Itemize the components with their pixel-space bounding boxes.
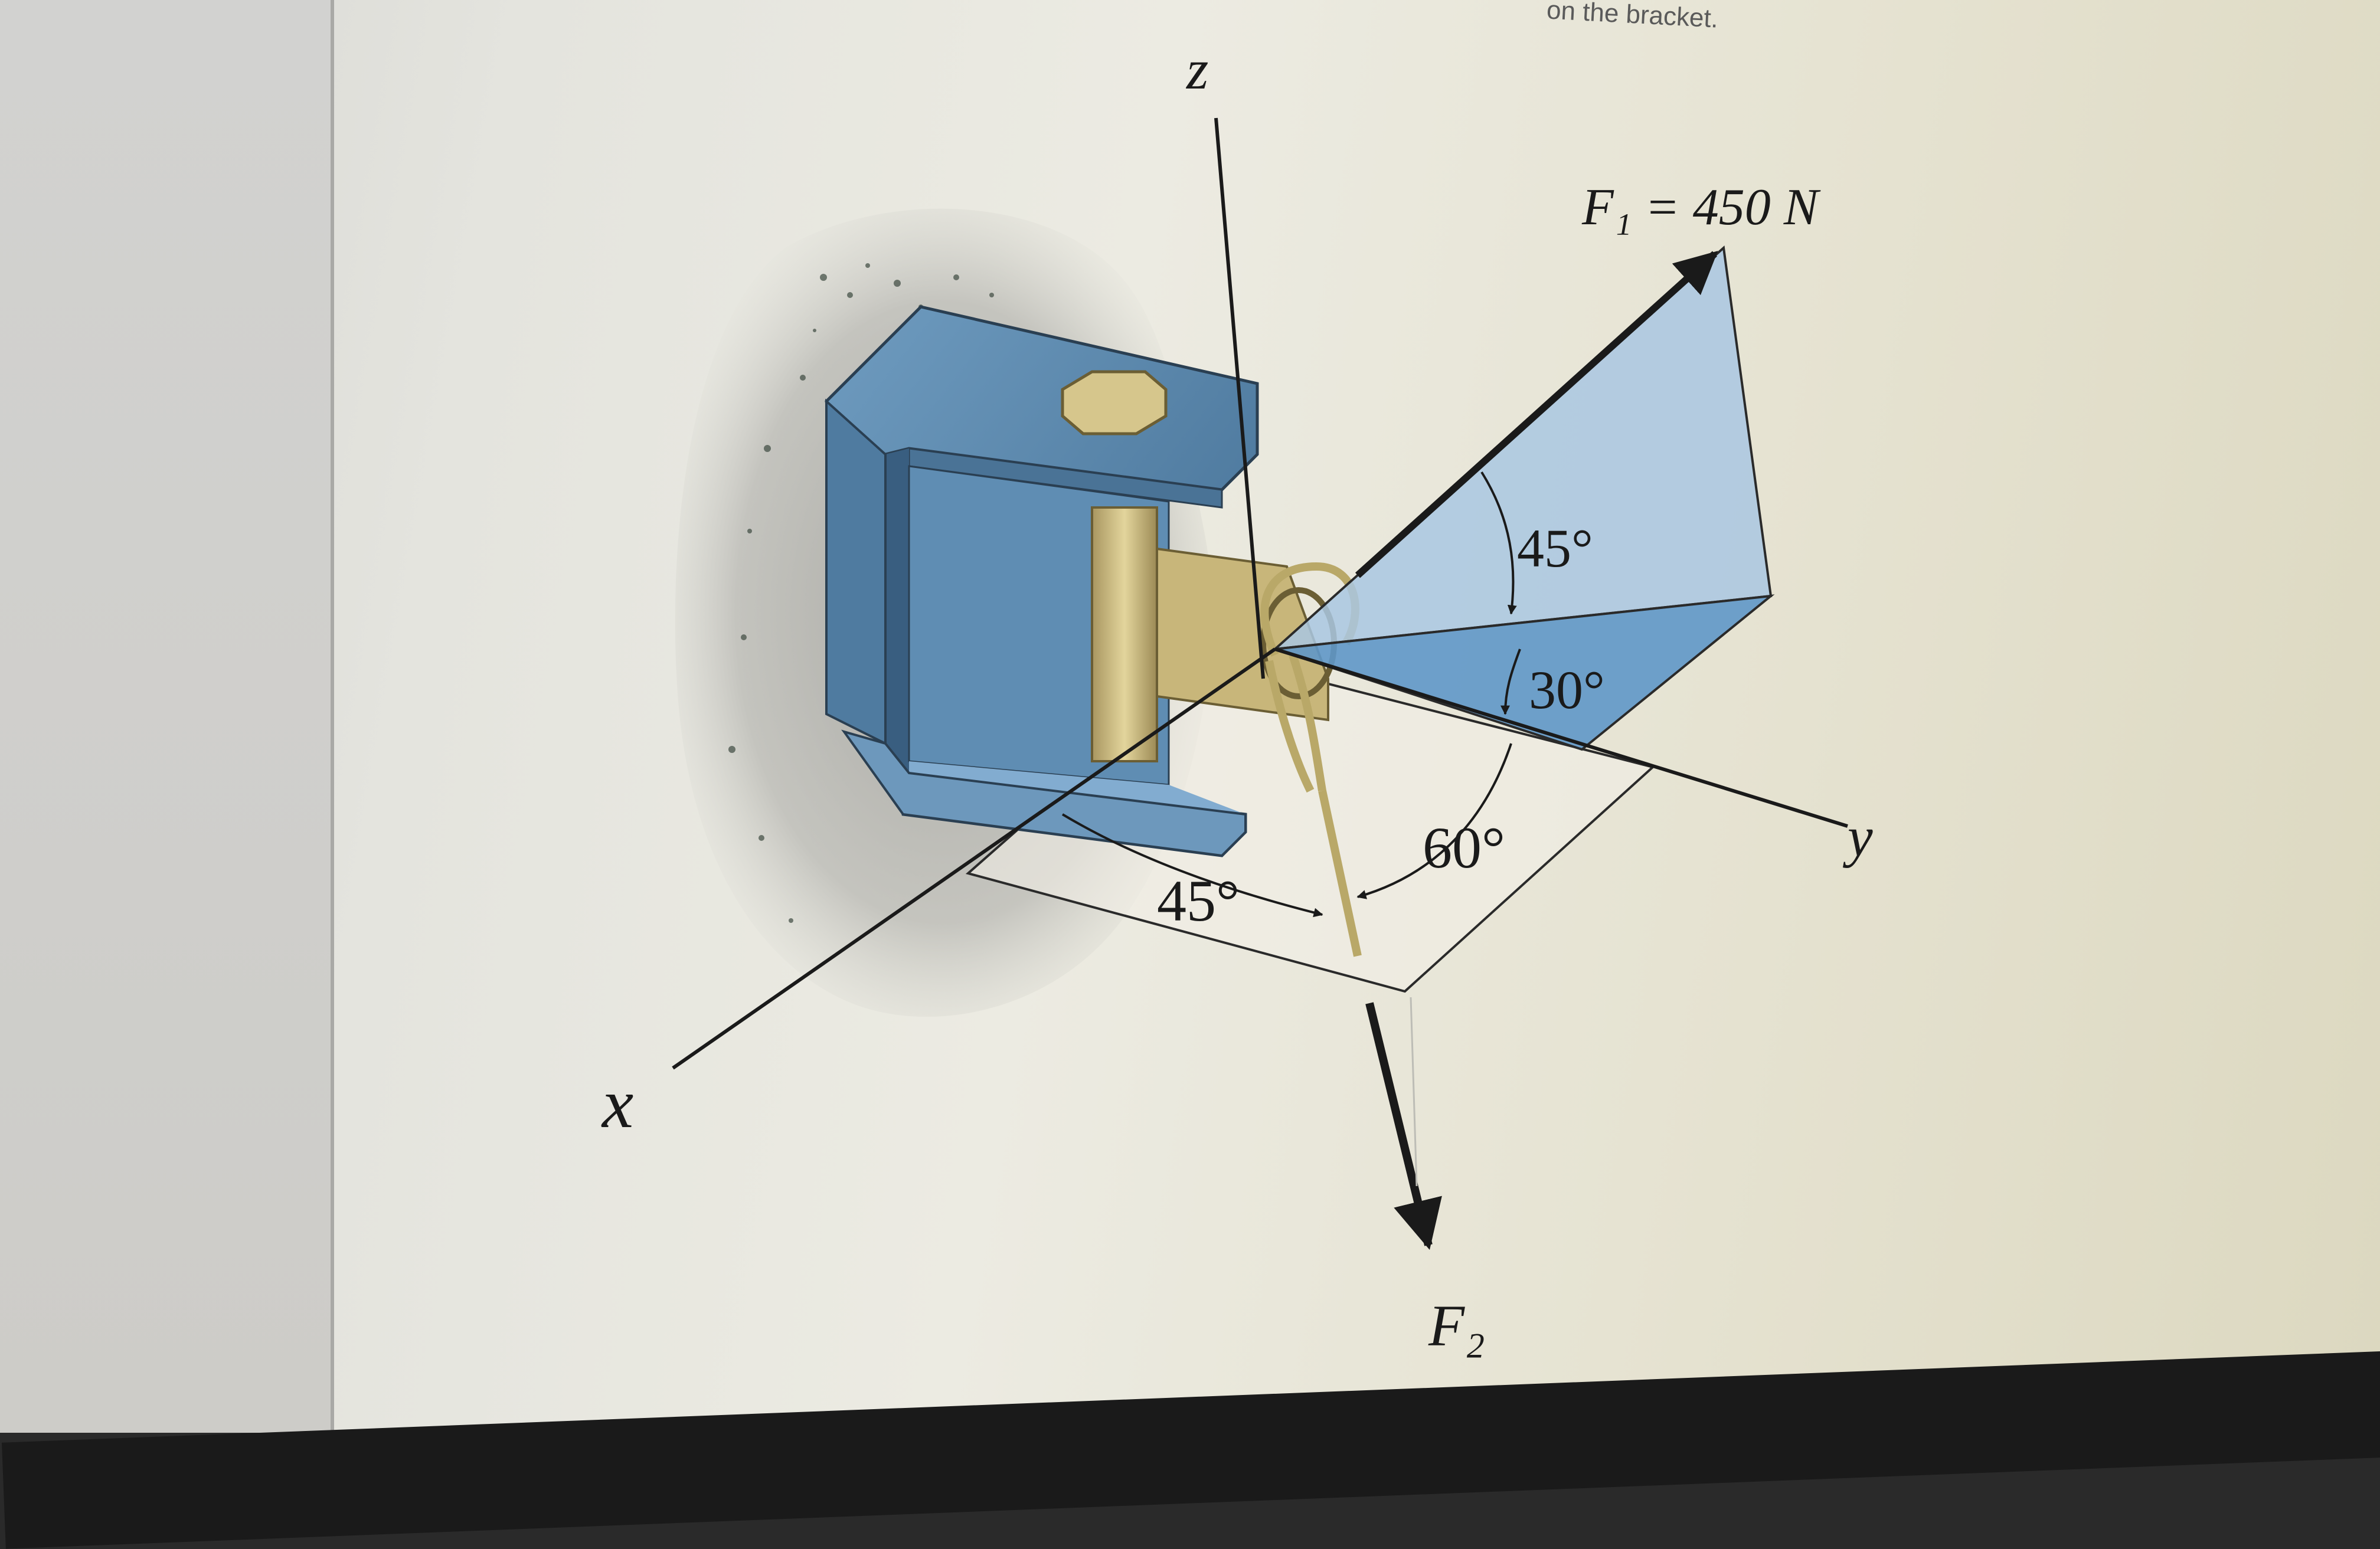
angle-label-45-bottom: 45° (1157, 868, 1240, 934)
y-axis-label: y (1842, 805, 1873, 868)
x-axis-label: x (601, 1064, 633, 1142)
z-axis-label: z (1185, 38, 1208, 101)
z-axis-line (1214, 117, 1265, 679)
angle-label-60: 60° (1423, 815, 1505, 880)
angle-label-30: 30° (1529, 660, 1605, 720)
left-panel (0, 0, 334, 1433)
angle-arc-30 (1500, 649, 1521, 715)
f1-arrow (1355, 251, 1718, 578)
f1-lower-plane (1274, 594, 1775, 751)
f2-cable (1318, 790, 1362, 957)
angle-label-45-top: 45° (1517, 518, 1593, 578)
f2-vertical-guide (1410, 997, 1418, 1187)
f1-label: F₁ = 450 N (1581, 179, 1821, 236)
y-axis-line (1274, 647, 1848, 828)
angle-arc-45-bottom (1061, 813, 1323, 918)
f2-arrow (1365, 1002, 1442, 1250)
f2-label: F₂ (1428, 1293, 1485, 1358)
bracket-force-diagram: z y x F₁ = 450 N F₂ 45° 30° 60° 45° (601, 38, 1873, 1358)
angle-arc-60 (1356, 743, 1512, 899)
x-axis-line (672, 647, 1276, 1070)
angle-arc-45-top (1480, 471, 1517, 615)
bolt-head (1061, 370, 1168, 435)
f1-upper-plane (1271, 245, 1773, 651)
eye-bolt (1091, 506, 1337, 762)
